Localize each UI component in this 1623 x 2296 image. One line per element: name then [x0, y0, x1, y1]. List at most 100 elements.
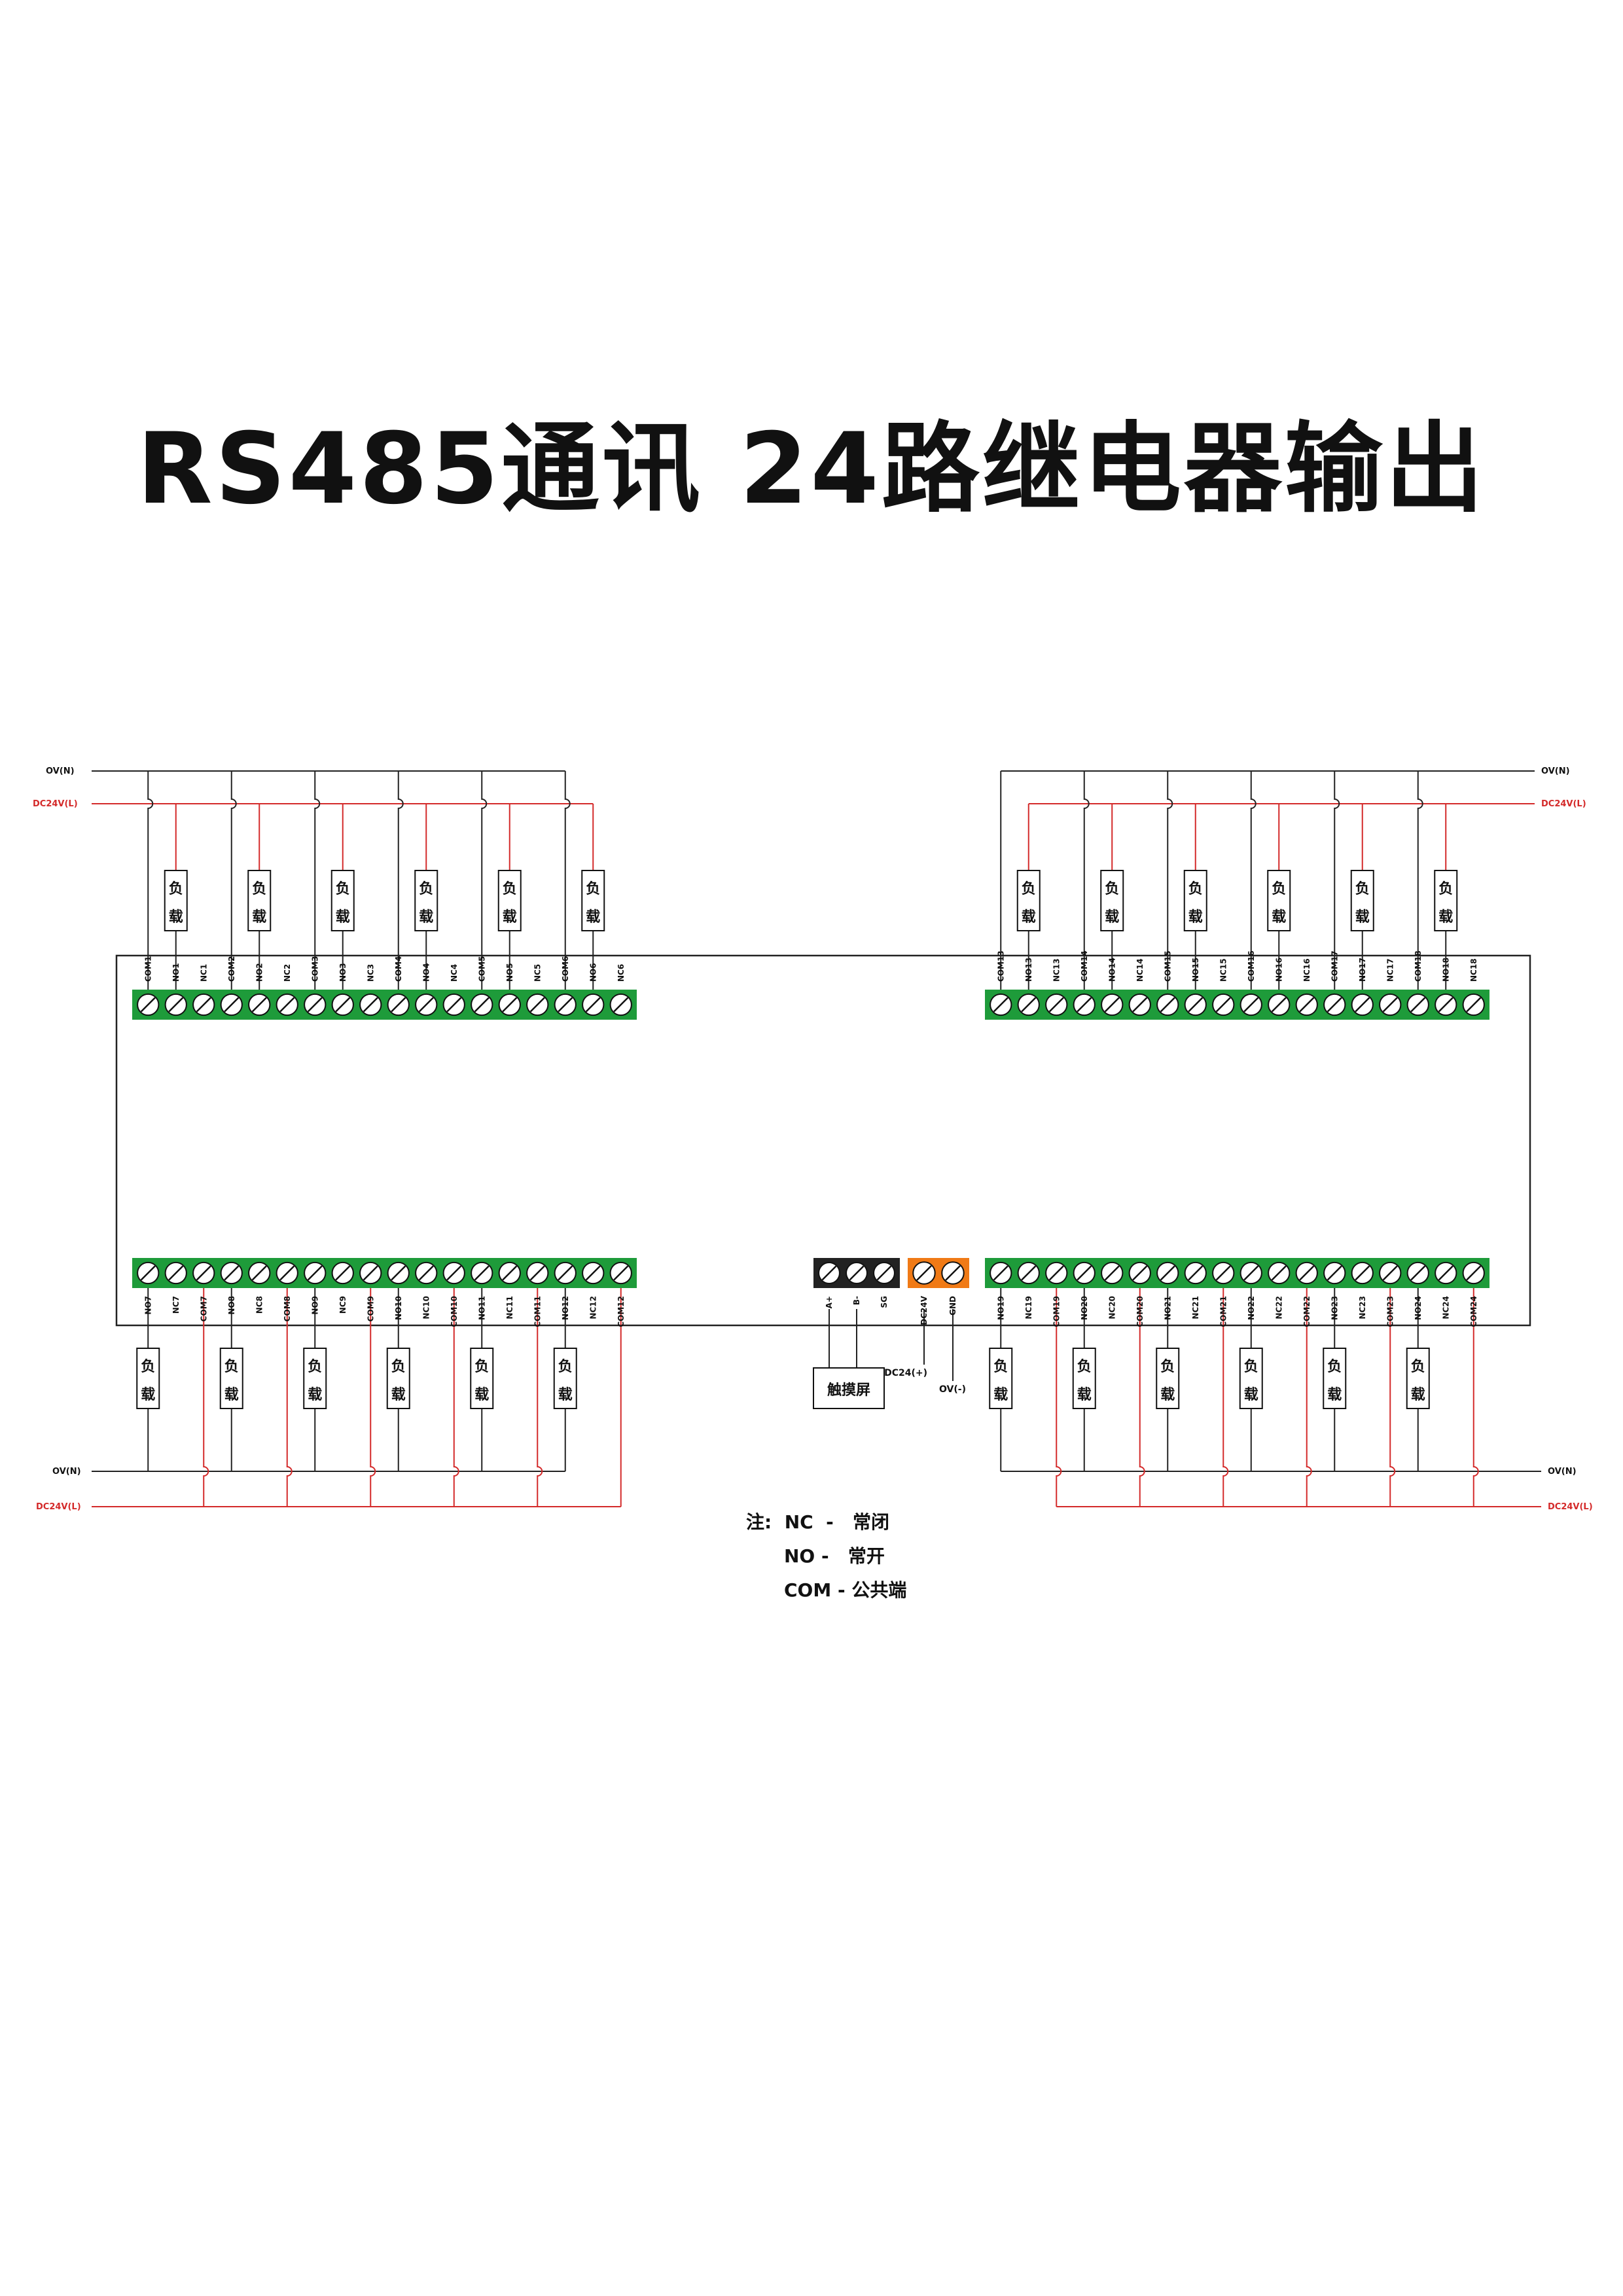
load-char: 载 — [308, 1386, 322, 1403]
terminal-label: NO14 — [1107, 958, 1116, 982]
rail-label-dc: DC24V(L) — [1541, 799, 1586, 809]
load-char: 负 — [1411, 1359, 1425, 1375]
terminal-label: COM2 — [227, 956, 236, 982]
load-char: 负 — [1355, 881, 1370, 897]
terminal-slot — [196, 997, 211, 1013]
terminal-slot — [1438, 997, 1454, 1013]
load — [1350, 870, 1374, 931]
terminal-label: NO11 — [477, 1296, 486, 1320]
rail-label-ov: OV(N) — [1548, 1467, 1577, 1477]
terminal-slot — [224, 1265, 240, 1281]
load-char: 负 — [1272, 881, 1286, 897]
load-char: 负 — [1022, 881, 1036, 897]
rail-label-dc: DC24V(L) — [36, 1502, 81, 1512]
com-wire — [147, 771, 154, 990]
load-char: 负 — [474, 1359, 489, 1375]
terminal-slot — [1327, 1265, 1342, 1281]
load-char: 载 — [1077, 1386, 1092, 1403]
terminal-label: COM20 — [1135, 1296, 1145, 1327]
load-char: 负 — [1438, 881, 1453, 897]
terminal-label: NC18 — [1469, 958, 1478, 982]
terminal-label: COM17 — [1330, 950, 1339, 982]
load — [1406, 1348, 1430, 1409]
load-char: 载 — [1244, 1386, 1258, 1403]
touchscreen-box — [813, 1367, 885, 1409]
terminal-slot — [613, 1265, 629, 1281]
load-char: 载 — [169, 908, 183, 925]
com-wire — [1250, 771, 1257, 990]
load — [219, 1348, 243, 1409]
load — [330, 870, 355, 931]
load-char: 载 — [993, 1386, 1008, 1403]
com-wire — [230, 771, 237, 990]
terminal-slot — [1215, 1265, 1231, 1281]
load-char: 载 — [586, 908, 600, 925]
terminal-slot — [363, 1265, 378, 1281]
terminal-slot — [1077, 997, 1092, 1013]
terminal-slot — [529, 997, 545, 1013]
terminal-label: NO8 — [227, 1296, 236, 1315]
terminal-slot — [1243, 1265, 1259, 1281]
terminal-label: NO15 — [1191, 958, 1200, 982]
load-char: 负 — [308, 1359, 322, 1375]
rail-label-ov: OV(N) — [46, 766, 75, 776]
terminal-label: GND — [948, 1296, 957, 1316]
terminal-slot — [849, 1265, 865, 1281]
terminal-label: NC6 — [616, 964, 626, 982]
load — [470, 1348, 494, 1409]
terminal-label: NO20 — [1080, 1296, 1089, 1320]
com-wire — [314, 771, 321, 990]
load — [1239, 1348, 1263, 1409]
com-wire — [1167, 771, 1173, 990]
terminal-slot — [1466, 1265, 1482, 1281]
com-wire — [1222, 1288, 1229, 1507]
terminal-label: COM5 — [477, 956, 486, 982]
load-char: 负 — [1244, 1359, 1258, 1375]
terminal-slot — [1299, 997, 1315, 1013]
terminal-label: NC16 — [1302, 958, 1311, 982]
terminal-label: COM4 — [394, 956, 403, 982]
load — [1016, 870, 1041, 931]
terminal-label: NO2 — [255, 963, 264, 982]
terminal-slot — [1160, 1265, 1175, 1281]
com-wire — [1306, 1288, 1312, 1507]
terminal-strip-top-right — [985, 990, 1489, 1020]
load — [1434, 870, 1458, 931]
terminal-label: COM13 — [996, 950, 1005, 982]
load-char: 负 — [224, 1359, 239, 1375]
load-char: 载 — [141, 1386, 155, 1403]
load — [136, 1348, 160, 1409]
terminal-label: COM10 — [450, 1296, 459, 1327]
load — [1267, 870, 1291, 931]
note-no: NO - 常开 — [784, 1545, 885, 1567]
terminal-slot — [585, 1265, 601, 1281]
terminal-slot — [1271, 1265, 1287, 1281]
terminal-slot — [1188, 1265, 1204, 1281]
terminal-label: COM3 — [310, 956, 319, 982]
terminal-label: NC22 — [1274, 1296, 1283, 1319]
terminal-label: COM18 — [1414, 950, 1423, 982]
terminal-slot — [821, 1265, 837, 1281]
load-char: 负 — [1327, 1359, 1342, 1375]
terminal-slot — [446, 1265, 462, 1281]
terminal-slot — [558, 1265, 573, 1281]
terminal-slot — [363, 997, 378, 1013]
rail-label-ov: OV(N) — [52, 1467, 81, 1477]
terminal-slot — [140, 997, 156, 1013]
terminal-slot — [1104, 1265, 1120, 1281]
terminal-label: NO17 — [1358, 958, 1367, 982]
terminal-strip-bottom-left — [132, 1258, 637, 1288]
terminal-label: COM24 — [1469, 1296, 1478, 1327]
com-wire — [370, 1288, 376, 1507]
terminal-slot — [1355, 997, 1370, 1013]
terminal-slot — [1215, 997, 1231, 1013]
terminal-slot — [1438, 1265, 1454, 1281]
load-char: 载 — [224, 1386, 239, 1403]
note-com: COM - 公共端 — [784, 1579, 907, 1601]
terminal-label: NO4 — [421, 963, 431, 982]
load-char: 载 — [252, 908, 266, 925]
load — [247, 870, 272, 931]
terminal-label: NO21 — [1163, 1296, 1172, 1320]
terminal-slot — [474, 997, 490, 1013]
